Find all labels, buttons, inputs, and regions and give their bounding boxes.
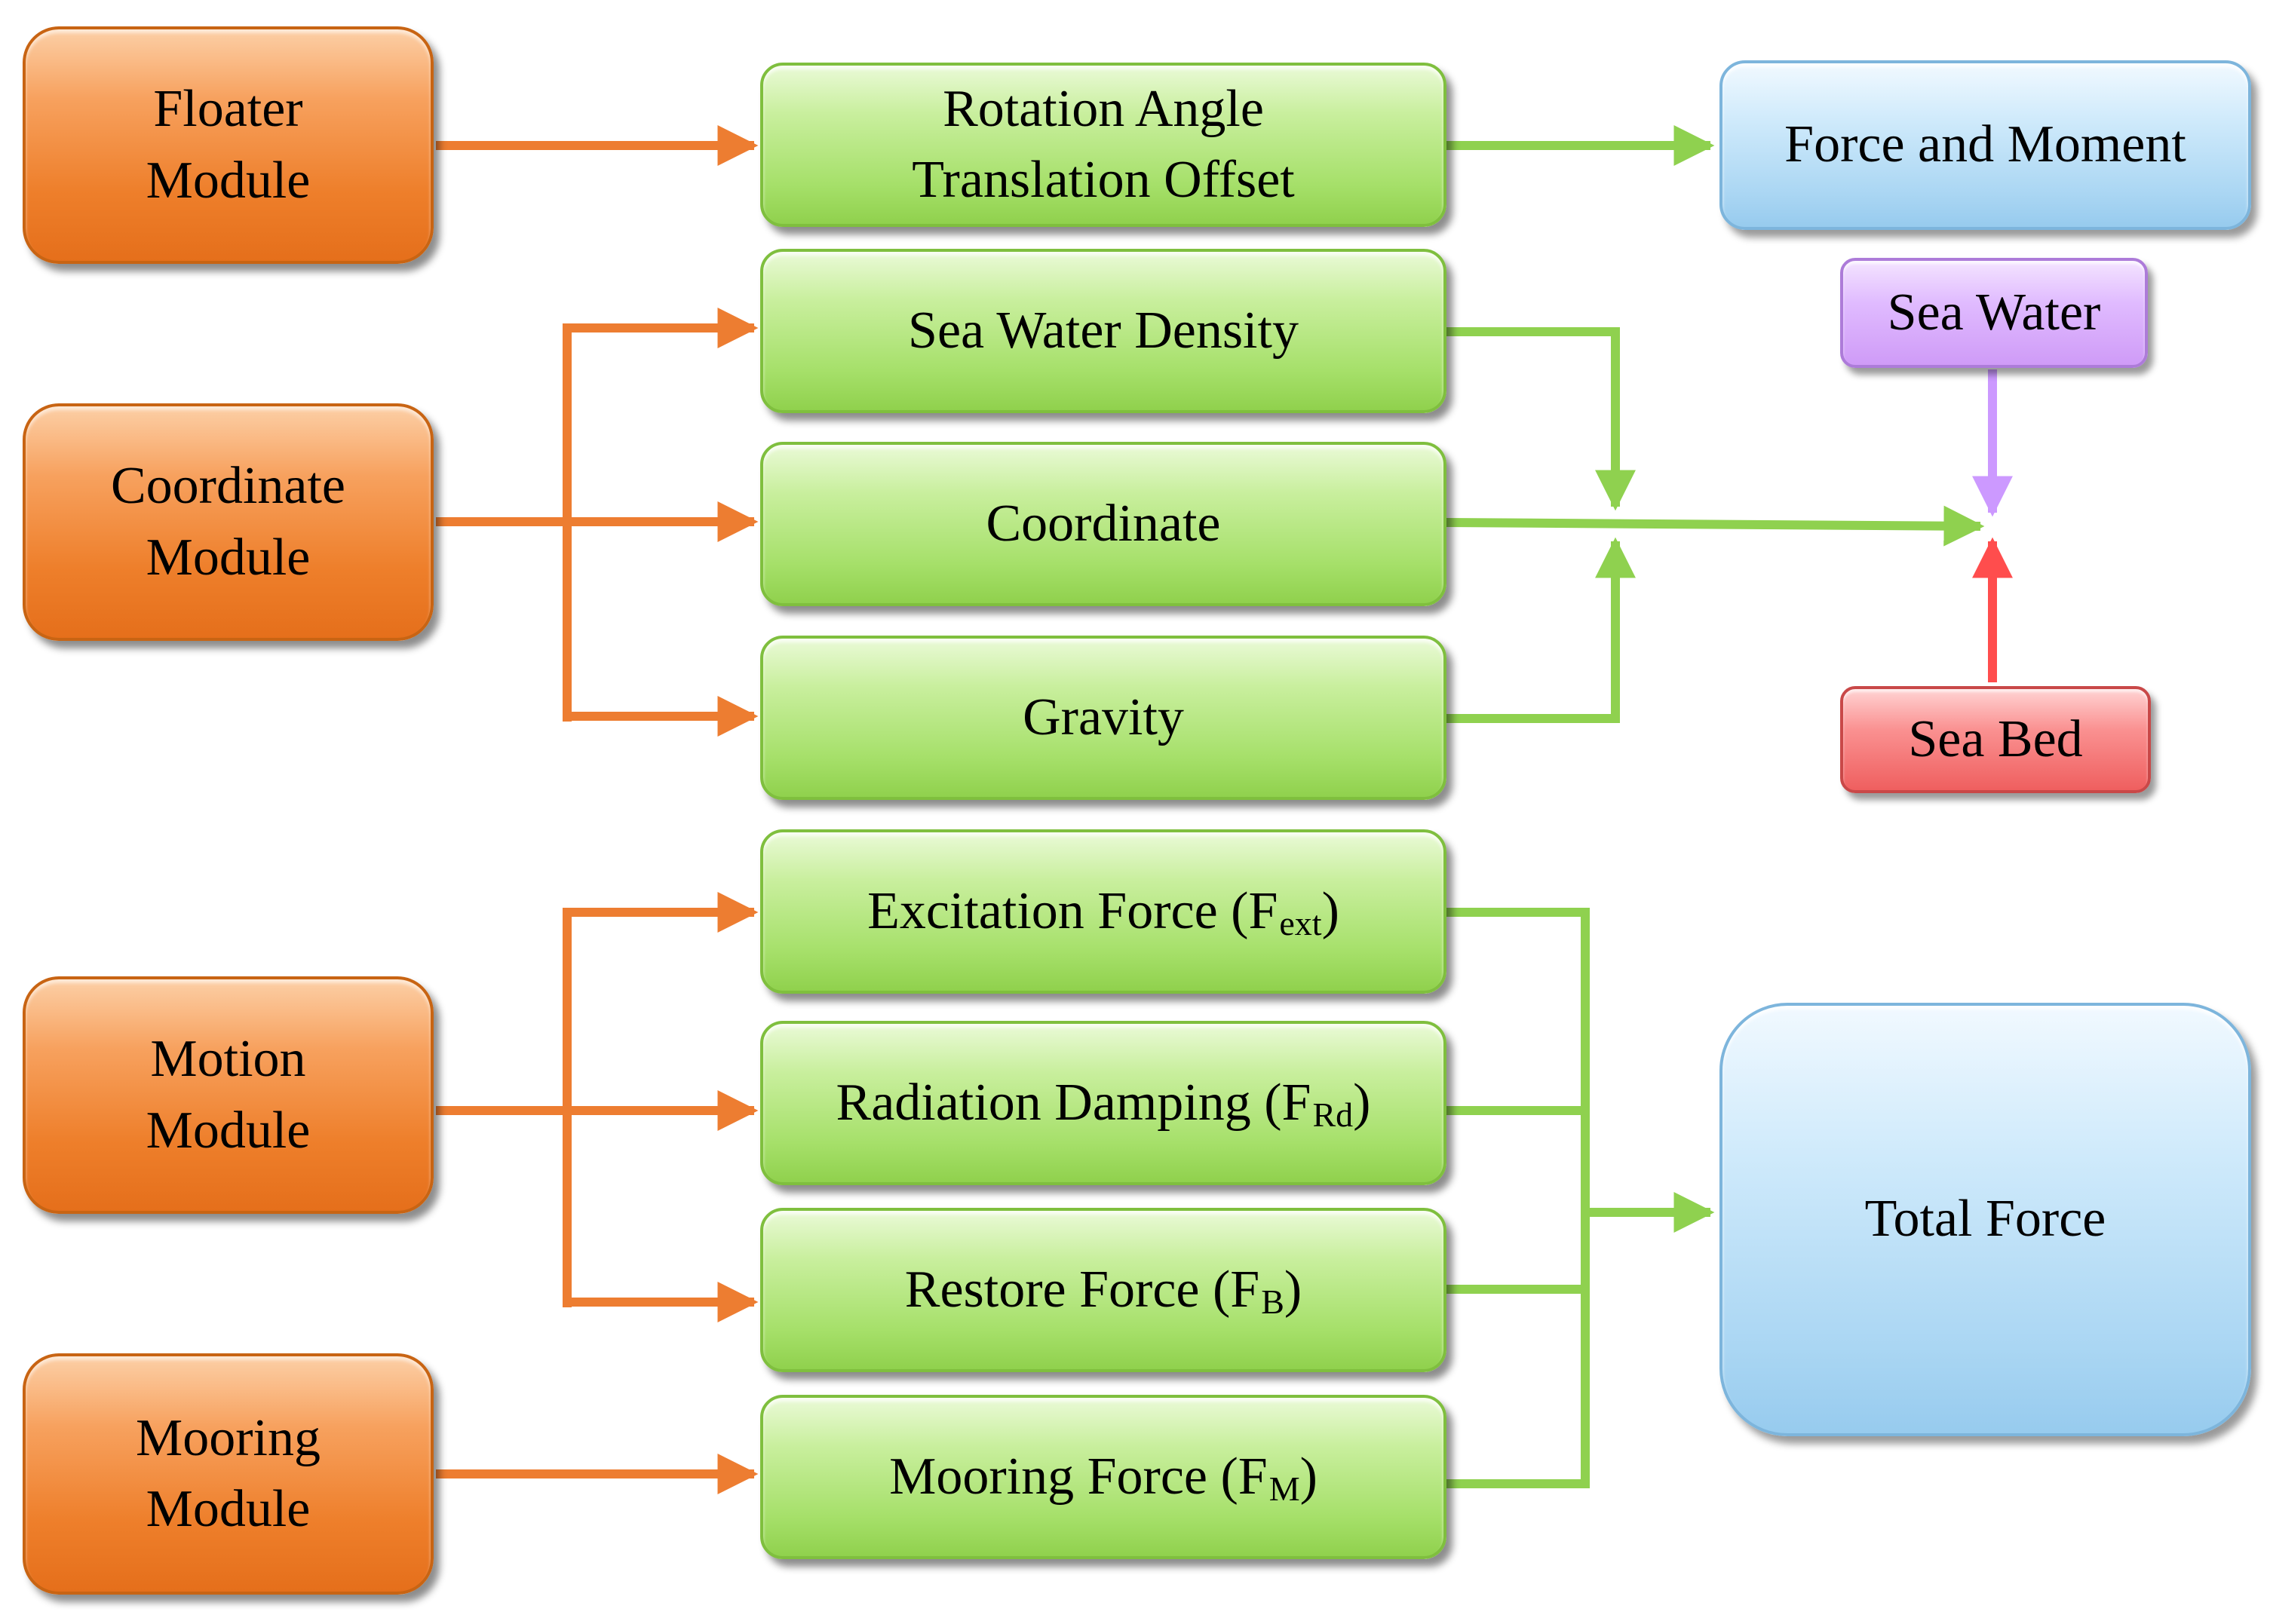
- sea-water-density-label: Sea Water Density: [908, 301, 1299, 360]
- motion-module: Motion Module: [23, 976, 434, 1214]
- total-force-label: Total Force: [1864, 1190, 2106, 1249]
- rotation-translation-label: Rotation Angle Translation Offset: [912, 79, 1295, 210]
- mooring-force-subscript: M: [1268, 1469, 1300, 1508]
- coordinate-label: Coordinate: [986, 494, 1221, 553]
- mooring-force-text: Mooring Force (F: [889, 1447, 1268, 1506]
- arrows-parameters-to-junction: [1446, 327, 1985, 723]
- sea-water-box: Sea Water: [1840, 258, 2148, 368]
- coordinate-module-label: Coordinate Module: [110, 457, 346, 587]
- restore-force-subscript: B: [1261, 1282, 1284, 1321]
- coordinate-module: Coordinate Module: [23, 403, 434, 641]
- sea-bed-label: Sea Bed: [1908, 709, 2083, 768]
- coordinate-box: Coordinate: [760, 442, 1446, 606]
- sea-water-label: Sea Water: [1887, 283, 2101, 342]
- restore-force-close: ): [1284, 1260, 1302, 1319]
- mooring-module-label: Mooring Module: [136, 1408, 321, 1539]
- radiation-damping-text: Radiation Damping (F: [836, 1073, 1311, 1132]
- excitation-force-subscript: ext: [1279, 903, 1322, 942]
- force-and-moment-label: Force and Moment: [1784, 115, 2186, 174]
- radiation-damping-close: ): [1353, 1073, 1371, 1132]
- restore-force-text: Restore Force (F: [904, 1260, 1260, 1319]
- motion-module-label: Motion Module: [146, 1030, 311, 1160]
- sea-bed-box: Sea Bed: [1840, 686, 2151, 793]
- mooring-force-close: ): [1299, 1447, 1318, 1506]
- total-force-box: Total Force: [1719, 1003, 2251, 1436]
- sea-water-density-box: Sea Water Density: [760, 249, 1446, 413]
- floater-module-label: Floater Module: [146, 80, 311, 210]
- excitation-force-text: Excitation Force (F: [867, 881, 1278, 940]
- radiation-damping-subscript: Rd: [1312, 1095, 1354, 1134]
- rotation-translation-box: Rotation Angle Translation Offset: [760, 63, 1446, 227]
- excitation-force-close: ): [1321, 881, 1339, 940]
- arrows-forces-to-total: [1446, 908, 1715, 1488]
- arrows-motion-module: [436, 892, 759, 1322]
- force-and-moment-box: Force and Moment: [1719, 60, 2251, 230]
- mooring-module: Mooring Module: [23, 1353, 434, 1595]
- floater-module: Floater Module: [23, 26, 434, 264]
- gravity-label: Gravity: [1023, 688, 1184, 746]
- arrows-coordinate-module: [436, 308, 759, 737]
- gravity-box: Gravity: [760, 636, 1446, 800]
